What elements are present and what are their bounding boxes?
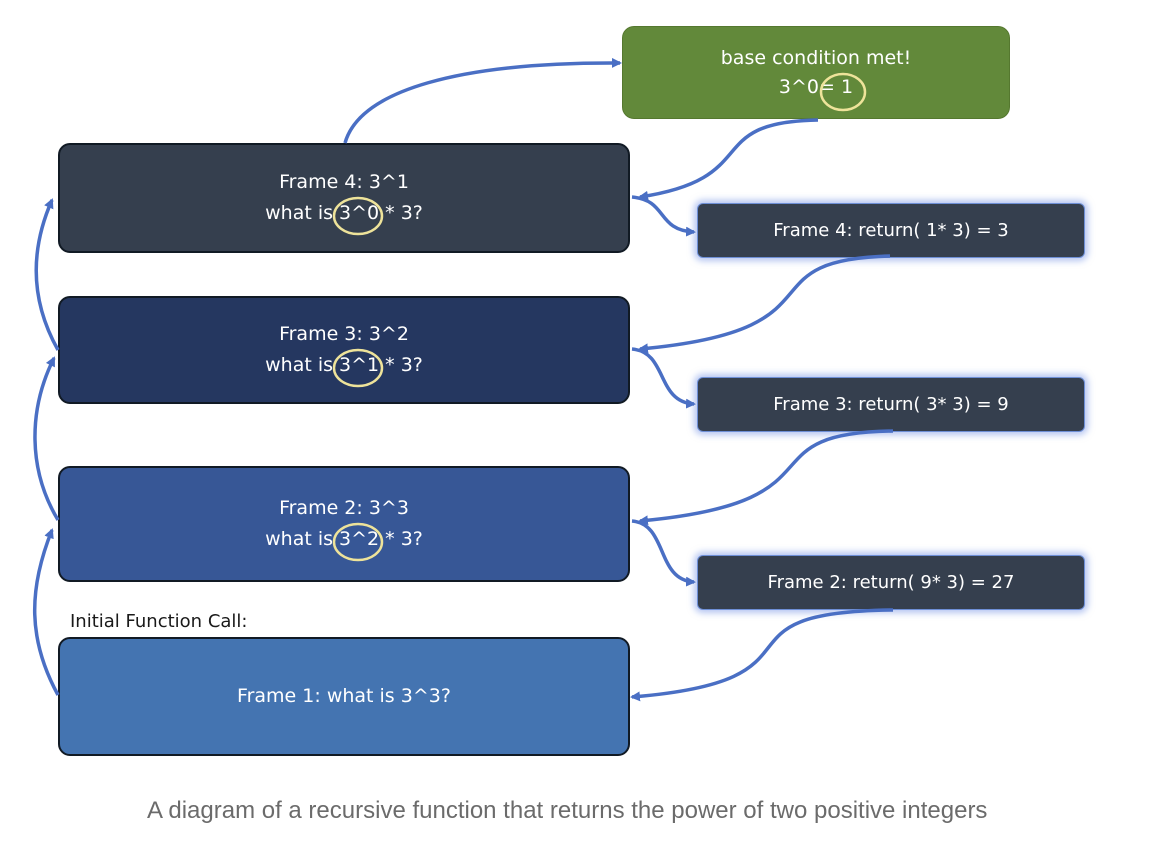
call-arrow-frame1-to-frame2 [33, 528, 60, 696]
recursion-diagram: base condition met! 3^0= 1 Frame 4: 3^1 … [33, 26, 1085, 756]
frame-2-return-text: Frame 2: return( 9* 3) = 27 [767, 572, 1015, 593]
frame-4-return-text: Frame 4: return( 1* 3) = 3 [773, 220, 1009, 241]
frame-4-question: what is 3^0 * 3? [265, 202, 423, 224]
base-condition-result: 3^0= 1 [778, 75, 854, 98]
frame-3-question: what is 3^1 * 3? [265, 354, 423, 376]
arrow-frame2-to-return2 [631, 519, 696, 587]
frame-4-box: Frame 4: 3^1 what is 3^0 * 3? [58, 143, 630, 253]
return-arrow-return2-to-frame1 [630, 608, 894, 702]
call-arrow-frame4-to-base [343, 57, 622, 144]
return-arrow-return3-to-frame2 [638, 429, 894, 526]
arrows-layer [33, 57, 894, 702]
arrow-frame3-to-return3 [631, 347, 696, 409]
frame-2-question: what is 3^2 * 3? [265, 528, 423, 550]
base-condition-box: base condition met! 3^0= 1 [622, 26, 1010, 119]
highlight-circle-frame4 [332, 196, 384, 236]
call-arrow-frame2-to-frame3 [33, 356, 60, 521]
frame-1-box: Frame 1: what is 3^3? [58, 637, 630, 756]
frame-2-return-box: Frame 2: return( 9* 3) = 27 [697, 555, 1085, 610]
frame-2-title: Frame 2: 3^3 [279, 497, 409, 519]
figure-caption: A diagram of a recursive function that r… [147, 797, 988, 824]
frame-3-title: Frame 3: 3^2 [279, 323, 409, 345]
initial-call-label: Initial Function Call: [70, 611, 248, 632]
return-arrow-base-to-frame4 [638, 118, 819, 201]
frame-3-return-box: Frame 3: return( 3* 3) = 9 [697, 377, 1085, 432]
return-arrow-return4-to-frame3 [638, 254, 891, 354]
frame-4-title: Frame 4: 3^1 [279, 171, 409, 193]
base-condition-title: base condition met! [720, 46, 912, 69]
frame-1-question: Frame 1: what is 3^3? [237, 685, 451, 707]
highlight-circle-frame3 [332, 348, 384, 388]
highlight-circle-frame2 [332, 522, 384, 562]
frame-3-box: Frame 3: 3^2 what is 3^1 * 3? [58, 296, 630, 404]
call-arrow-frame3-to-frame4 [34, 198, 60, 351]
frame-2-box: Frame 2: 3^3 what is 3^2 * 3? [58, 466, 630, 582]
frame-3-return-text: Frame 3: return( 3* 3) = 9 [773, 394, 1009, 415]
arrow-frame4-to-return4 [631, 195, 696, 237]
highlight-circle-base [819, 72, 867, 112]
frame-4-return-box: Frame 4: return( 1* 3) = 3 [697, 203, 1085, 258]
